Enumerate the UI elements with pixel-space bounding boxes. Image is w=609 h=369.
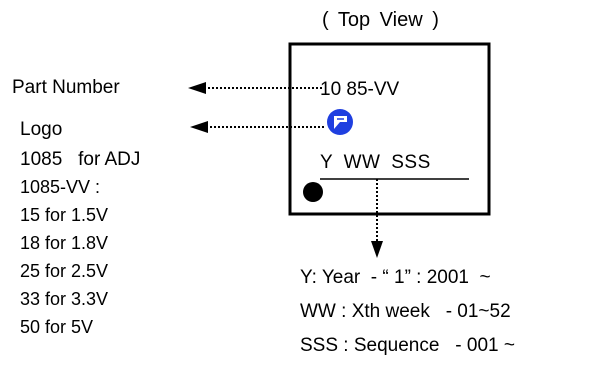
- chip-outline: [288, 42, 491, 216]
- legend-week: WW : Xth week - 01~52: [300, 301, 511, 322]
- date-code-arrow: [371, 179, 383, 258]
- variant-item: 33 for 3.3V: [20, 289, 109, 309]
- logo-label: Logo: [20, 119, 63, 140]
- legend-sequence: SSS : Sequence - 001 ~: [300, 335, 515, 356]
- part-number-arrow: [188, 82, 322, 94]
- date-code-marking: Y WW SSS: [320, 152, 431, 173]
- variant-item: 1085-VV :: [20, 177, 101, 197]
- pin1-dot: [303, 182, 323, 202]
- variant-item: 50 for 5V: [20, 317, 94, 337]
- logo-arrow: [190, 121, 324, 133]
- variant-item: 18 for 1.8V: [20, 233, 109, 253]
- part-number-label: Part Number: [12, 77, 120, 98]
- top-view-title: ( Top View ): [322, 9, 439, 31]
- variant-item: 25 for 2.5V: [20, 261, 109, 281]
- legend-year: Y: Year - “ 1” : 2001 ~: [300, 267, 491, 288]
- variant-item: 1085 for ADJ: [20, 149, 141, 170]
- part-number-marking: 10 85-VV: [320, 79, 400, 100]
- logo-icon: [327, 109, 353, 135]
- variant-item: 15 for 1.5V: [20, 205, 109, 225]
